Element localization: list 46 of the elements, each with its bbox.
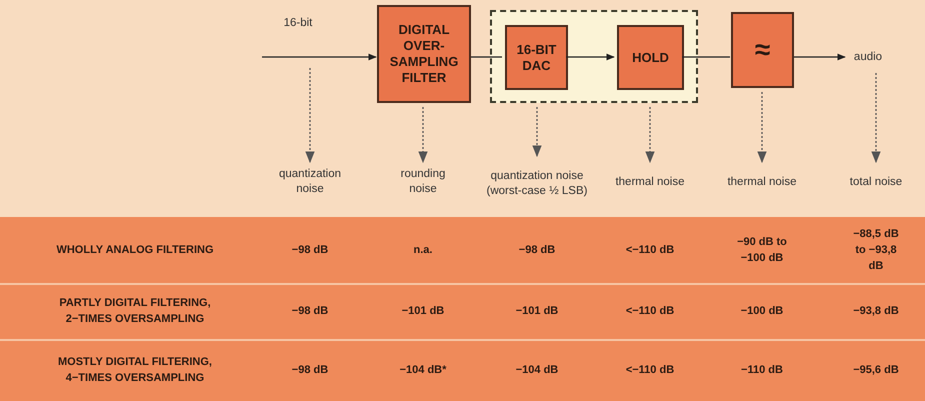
table-cell-text: −101 dB	[400, 304, 446, 319]
signal-arrow	[262, 54, 377, 60]
noise-label: thermal noise	[727, 164, 797, 200]
row-header: PARTLY DIGITAL FILTERING, 2−TIMES OVERSAMPLING	[58, 296, 212, 327]
table-cell-text: −90 dB to −100 dB	[736, 235, 788, 266]
dotted-arrow	[757, 92, 767, 164]
table-cell-text: −98 dB	[518, 243, 556, 258]
signal-line	[471, 56, 502, 58]
table-cell-text: <−110 dB	[624, 243, 676, 258]
table-cell-text: −104 dB*	[398, 363, 448, 378]
table-cell-text: <−110 dB	[624, 304, 676, 319]
edge-label: 16-bit	[282, 16, 314, 30]
table-cell-text: n.a.	[412, 243, 434, 258]
dotted-arrow	[871, 73, 881, 164]
table-cell-text: −110 dB	[740, 363, 784, 378]
output-label: audio	[846, 47, 890, 67]
signal-line	[682, 56, 730, 58]
noise-label: thermal noise	[615, 164, 685, 200]
noise-label: rounding noise	[388, 164, 458, 200]
dotted-arrow	[305, 68, 315, 164]
row-header: MOSTLY DIGITAL FILTERING, 4−TIMES OVERSAMPLING	[56, 355, 213, 386]
table-cell-text: −98 dB	[290, 363, 330, 378]
table-cell-text: −98 dB	[290, 243, 330, 258]
filter-block: DIGITAL OVER- SAMPLING FILTER	[377, 5, 471, 103]
noise-note: (worst-case ½ LSB)	[486, 184, 588, 199]
row-header: WHOLLY ANALOG FILTERING	[55, 243, 215, 258]
lowpass-filter-block: ≈	[731, 12, 794, 88]
hold-block: HOLD	[617, 25, 684, 90]
table-cell-text: −101 dB	[514, 304, 560, 319]
table-cell-text: −95,6 dB	[852, 363, 900, 378]
table-cell-text: <−110 dB	[624, 363, 676, 378]
signal-arrow	[794, 54, 846, 60]
dashed-frame	[490, 10, 698, 103]
noise-label: quantization noise	[490, 169, 584, 184]
table-cell-text: −104 dB	[514, 363, 560, 378]
signal-arrow	[566, 54, 615, 60]
table-cell-text: −88,5 dB to −93,8 dB	[852, 227, 900, 274]
noise-label: quantization noise	[270, 164, 350, 200]
table-cell-text: −100 dB	[740, 304, 784, 319]
dotted-arrow	[418, 107, 428, 164]
table-cell-text: −98 dB	[290, 304, 330, 319]
dotted-arrow	[532, 107, 542, 158]
dac-block: 16-BIT DAC	[505, 25, 568, 90]
dotted-arrow	[645, 107, 655, 164]
noise-label: total noise	[846, 164, 906, 200]
table-cell-text: −93,8 dB	[852, 304, 900, 319]
